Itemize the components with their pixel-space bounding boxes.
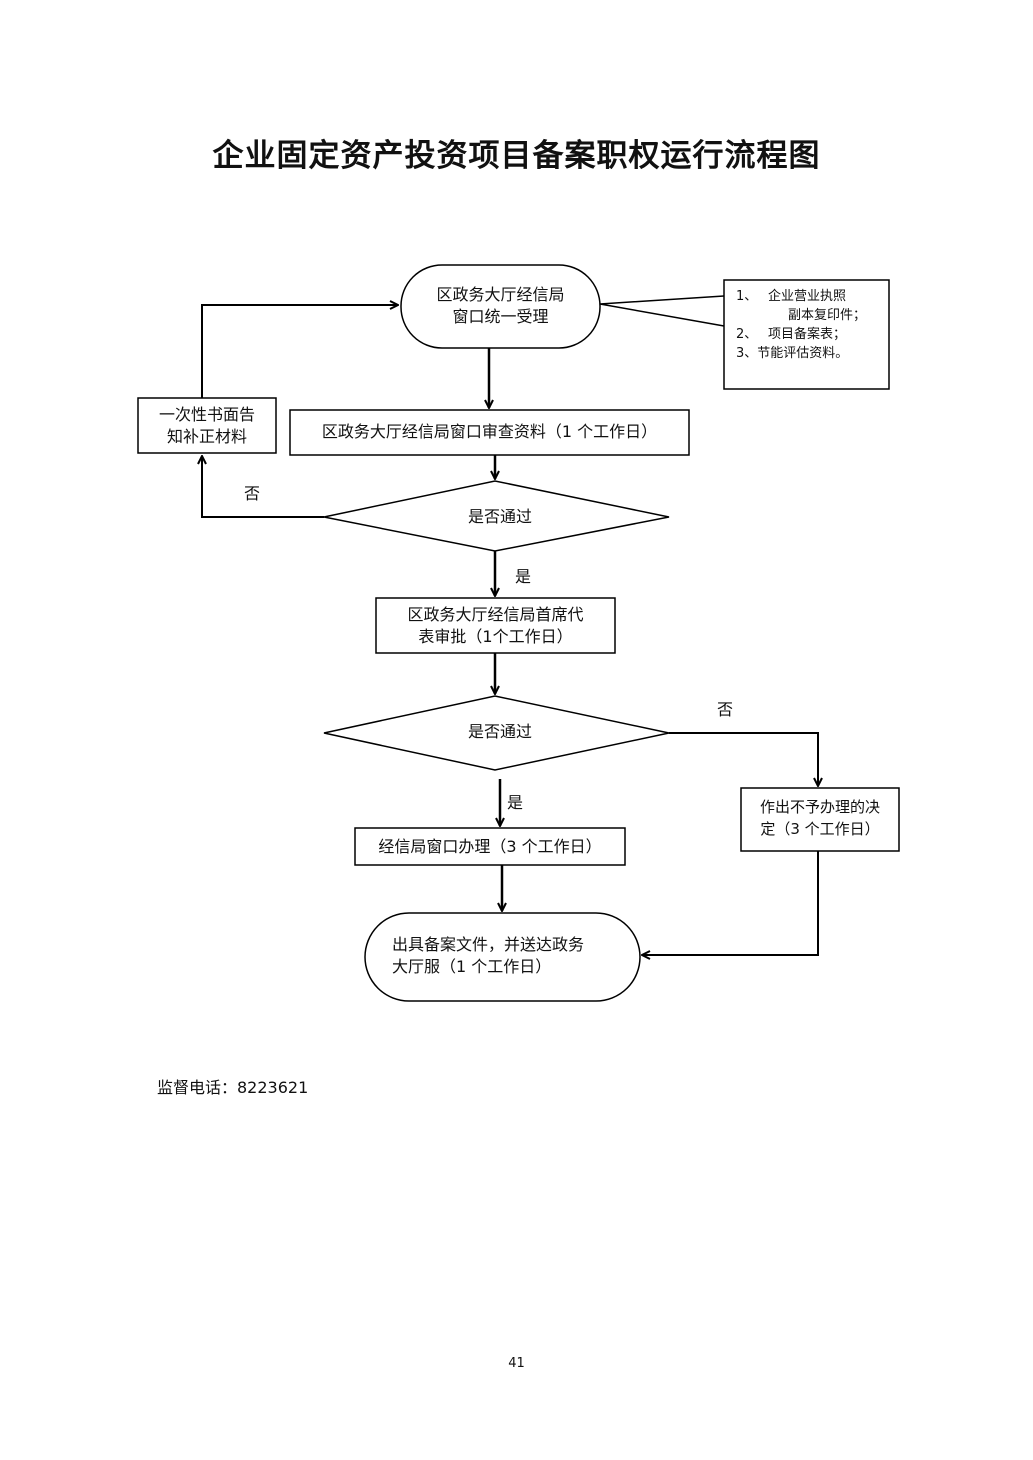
- supplement-node-line1: 一次性书面告: [158, 405, 255, 424]
- handle-node-shape: [354, 827, 626, 866]
- end-node: 出具备案文件，并送达政务 大厅服（1 个工作日）: [392, 934, 632, 978]
- decision2-node: 是否通过: [467, 722, 532, 741]
- approval-node-shape: [375, 597, 616, 654]
- requirement-1-number: 1、: [736, 289, 758, 304]
- label-yes-1: 是: [515, 567, 532, 586]
- approval-node: 区政务大厅经信局首席代 表审批（1个工作日）: [376, 604, 615, 648]
- connector-decision2-to-reject: [669, 732, 818, 786]
- approval-node-line2: 表审批（1个工作日）: [418, 627, 573, 646]
- page-title: 企业固定资产投资项目备案职权运行流程图: [212, 138, 821, 174]
- requirement-2-text: 项目备案表；: [768, 327, 847, 342]
- supplement-node: 一次性书面告 知补正材料: [138, 404, 276, 448]
- review-node-shape: [289, 409, 690, 456]
- requirements-box: 1、企业营业执照 副本复印件； 2、项目备案表； 3、节能评估资料。: [736, 287, 866, 363]
- supplement-node-line2: 知补正材料: [166, 427, 247, 446]
- end-node-shape: [364, 912, 641, 1002]
- label-no-2: 否: [717, 700, 734, 719]
- review-node: 区政务大厅经信局窗口审查资料（1 个工作日）: [321, 422, 658, 441]
- reject-node-line2: 定（3 个工作日）: [760, 820, 880, 838]
- start-node-line2: 窗口统一受理: [452, 307, 549, 326]
- reject-node-shape: [740, 787, 900, 852]
- connector-requirements-to-start: [599, 295, 725, 327]
- requirements-box-shape: [723, 279, 890, 390]
- approval-node-line1: 区政务大厅经信局首席代: [407, 605, 584, 624]
- requirement-1-line1: 企业营业执照: [768, 289, 847, 304]
- page-number: 41: [508, 1356, 525, 1371]
- supplement-node-shape: [137, 397, 277, 454]
- supervision-phone: 监督电话：8223621: [157, 1078, 309, 1097]
- requirement-3-text: 3、节能评估资料。: [736, 346, 849, 361]
- requirement-2-number: 2、: [736, 327, 758, 342]
- start-node-shape: [400, 264, 601, 349]
- reject-node-line1: 作出不予办理的决: [759, 798, 880, 816]
- end-node-line1: 出具备案文件，并送达政务: [392, 935, 585, 954]
- connector-supplement-to-start: [201, 305, 398, 398]
- requirement-1-line2: 副本复印件；: [788, 308, 867, 323]
- start-node: 区政务大厅经信局 窗口统一受理: [401, 284, 600, 328]
- start-node-line1: 区政务大厅经信局: [436, 285, 565, 304]
- reject-node: 作出不予办理的决 定（3 个工作日）: [741, 796, 899, 840]
- handle-node: 经信局窗口办理（3 个工作日）: [378, 837, 602, 856]
- connector-reject-to-end: [642, 851, 819, 955]
- label-no-1: 否: [244, 484, 261, 503]
- connector-decision1-to-supplement: [202, 456, 324, 518]
- decision1-node: 是否通过: [467, 507, 532, 526]
- decision1-shape: [323, 480, 670, 552]
- label-yes-2: 是: [507, 793, 524, 812]
- end-node-line2: 大厅服（1 个工作日）: [392, 957, 552, 976]
